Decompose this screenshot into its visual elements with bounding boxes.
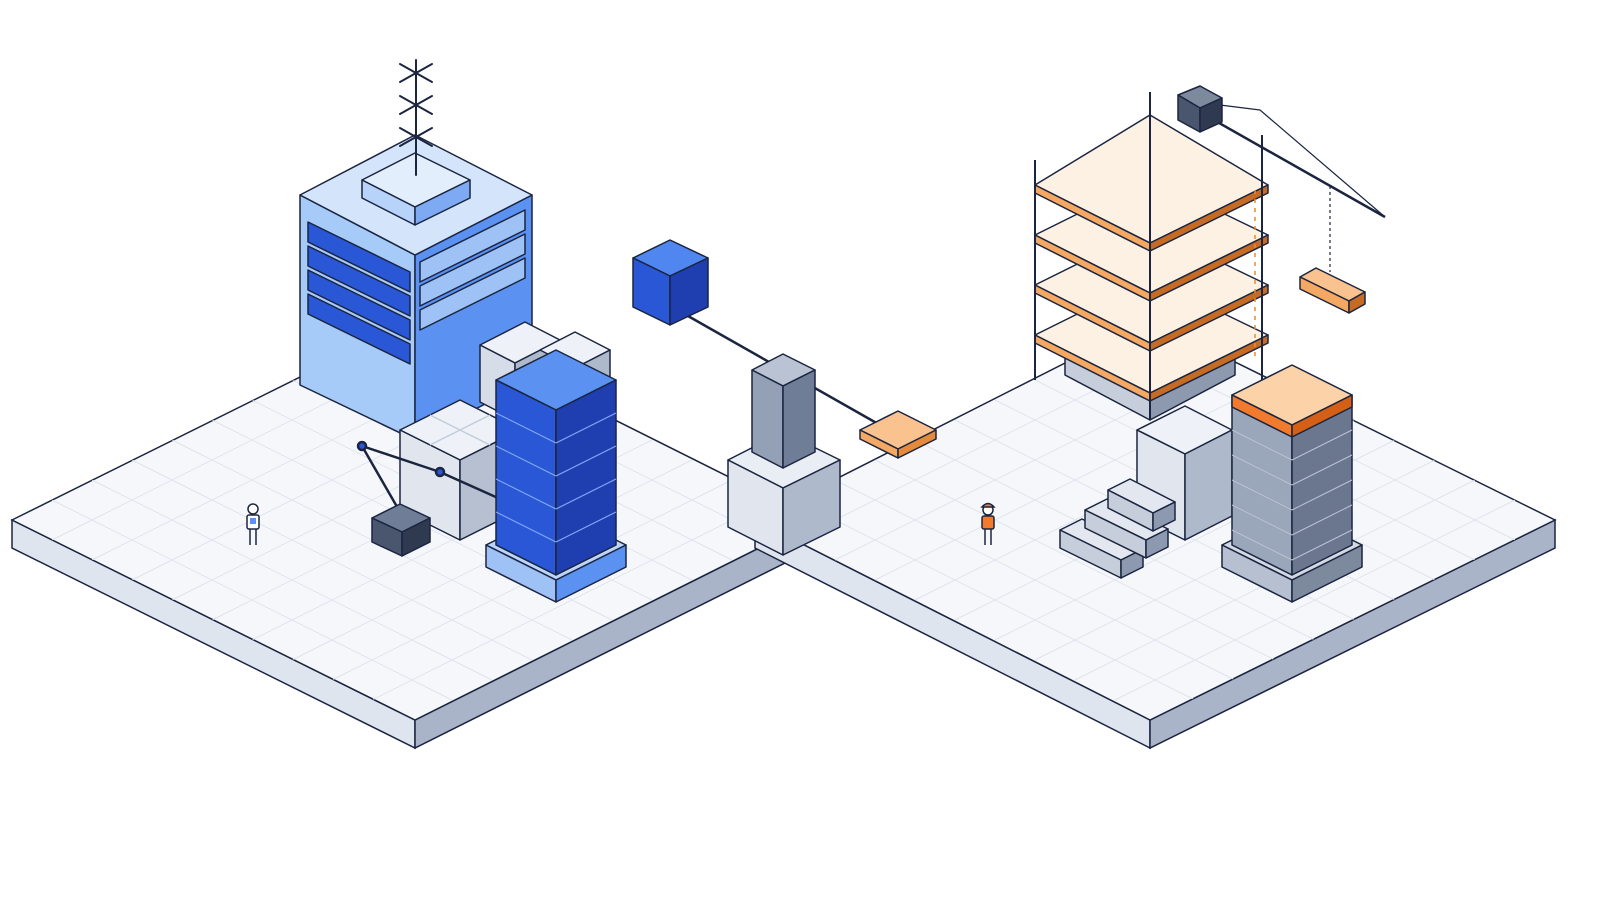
roof-block-right — [414, 179, 471, 226]
tower-window-bands-right — [419, 209, 526, 331]
robotic-arm — [356, 440, 500, 514]
scaffold-poles — [1034, 92, 1263, 420]
construction-worker-icon — [980, 502, 996, 545]
material-stacks — [1059, 478, 1176, 579]
construction-floors — [1034, 114, 1269, 402]
tower-window-bands-left — [307, 221, 411, 365]
antenna-icon — [399, 59, 433, 176]
gray-cube-left — [399, 399, 521, 541]
data-cube-icon — [632, 239, 709, 326]
crane-icon — [1177, 85, 1386, 272]
center-pillar — [727, 353, 841, 556]
blue-server-stack — [485, 349, 627, 603]
orange-pad-center — [859, 410, 937, 459]
worker-icon — [246, 503, 260, 545]
hanging-beam — [1299, 267, 1366, 314]
gray-tower-orange-cap — [1221, 364, 1363, 603]
arm-base-cube — [371, 503, 431, 557]
